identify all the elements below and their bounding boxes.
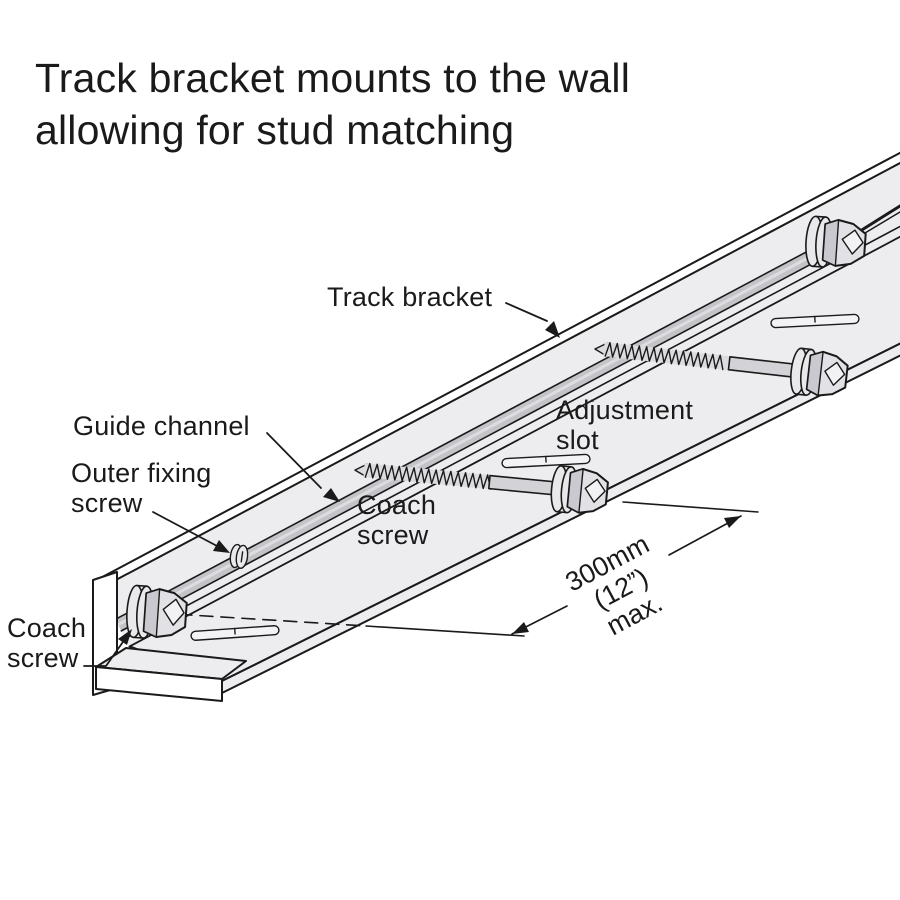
coach-screw-floating-middle bbox=[354, 462, 609, 514]
outer-fixing-screw-head bbox=[229, 543, 249, 569]
leader-outer-fixing-screw bbox=[152, 511, 230, 553]
label-outer-fixing-screw: Outer fixing screw bbox=[71, 458, 212, 518]
arrowhead bbox=[323, 488, 340, 502]
dimension-arrowhead-left bbox=[512, 622, 529, 634]
leader-guide-channel bbox=[266, 432, 340, 502]
extension-line-right bbox=[622, 501, 759, 513]
adjustment-slot-right bbox=[770, 313, 860, 329]
leader-track-bracket bbox=[505, 302, 560, 338]
label-coach-screw-middle: Coach screw bbox=[357, 490, 437, 550]
arrowhead bbox=[118, 629, 132, 645]
adjustment-slot-middle bbox=[501, 453, 591, 469]
adjustment-slot-left bbox=[190, 625, 280, 641]
arrowhead bbox=[545, 321, 560, 338]
dimension-arrowhead-right bbox=[724, 516, 741, 528]
flange-end-face bbox=[95, 666, 223, 702]
extension-line-dashed bbox=[157, 612, 367, 627]
label-guide-channel: Guide channel bbox=[73, 411, 250, 441]
dimension-300mm bbox=[157, 501, 759, 637]
bracket-end-cap bbox=[92, 571, 247, 702]
extension-line-left bbox=[365, 625, 525, 637]
label-track-bracket: Track bracket bbox=[327, 282, 493, 312]
arrowhead bbox=[213, 540, 230, 553]
label-adjustment-slot: Adjustment slot bbox=[556, 395, 694, 455]
coach-screw-installed-left bbox=[126, 584, 188, 639]
web-top-face bbox=[94, 133, 900, 589]
label-coach-screw-left: Coach screw bbox=[7, 613, 87, 673]
coach-screw-installed-right bbox=[805, 204, 900, 268]
coach-screw-floating-right bbox=[594, 341, 849, 397]
page-title: Track bracket mounts to the wall allowin… bbox=[35, 55, 631, 154]
leader-coach-screw-left bbox=[83, 629, 132, 667]
